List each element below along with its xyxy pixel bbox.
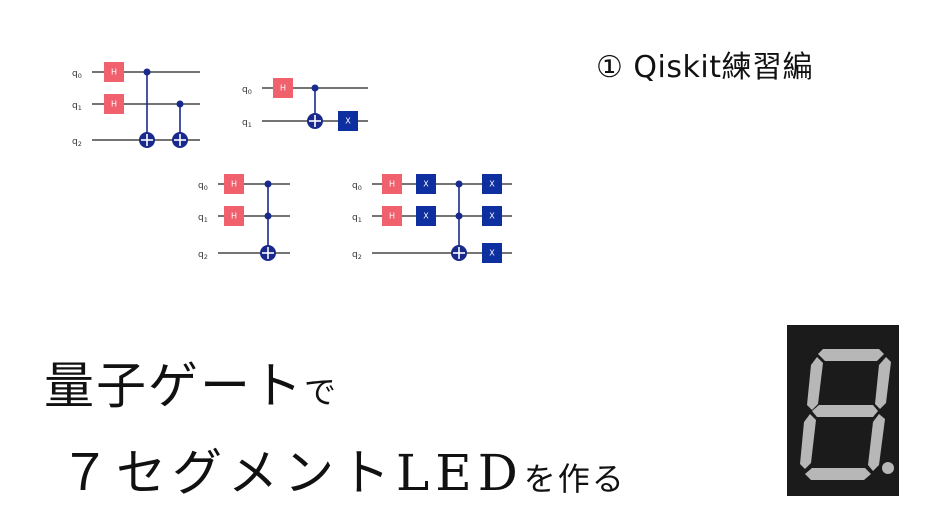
svg-text:q2: q2	[72, 137, 82, 148]
circuit-diagram-3: q0 q1 q2 H H	[196, 170, 296, 265]
qubit-label-q2: q2	[352, 250, 362, 261]
h-gate-q1: H	[224, 206, 244, 226]
h-gate-q1: H	[382, 206, 402, 226]
cx-gate-q0-q2	[139, 68, 155, 148]
x-gate-q0-second: X	[482, 174, 502, 194]
main-title-line-1-suffix: で	[304, 373, 339, 411]
svg-text:X: X	[423, 180, 429, 189]
svg-text:X: X	[489, 212, 495, 221]
segment-f	[807, 357, 823, 410]
svg-text:q0: q0	[242, 85, 252, 96]
svg-text:H: H	[231, 180, 237, 189]
qubit-label-q1: q1	[72, 101, 82, 112]
segment-c	[868, 414, 885, 471]
qubit-label-q1: q1	[198, 213, 208, 224]
cx-gate-q0-q1	[307, 84, 323, 129]
segment-g	[812, 405, 878, 417]
svg-text:q1: q1	[198, 213, 208, 224]
svg-text:q2: q2	[198, 250, 208, 261]
svg-text:q1: q1	[352, 213, 362, 224]
main-title-line-1-text: 量子ゲート	[44, 357, 304, 415]
svg-text:q1: q1	[72, 101, 82, 112]
h-gate-q0: H	[382, 174, 402, 194]
svg-text:H: H	[389, 212, 395, 221]
qubit-label-q2: q2	[198, 250, 208, 261]
svg-text:H: H	[280, 84, 286, 93]
x-gate-q1-first: X	[416, 206, 436, 226]
x-gate-q1-second: X	[482, 206, 502, 226]
svg-text:X: X	[489, 249, 495, 258]
svg-text:H: H	[111, 100, 117, 109]
svg-text:X: X	[489, 180, 495, 189]
cx-gate-q1-q2	[172, 100, 188, 148]
h-gate-q0: H	[273, 78, 293, 98]
svg-text:q1: q1	[242, 118, 252, 129]
svg-text:X: X	[345, 117, 351, 126]
ccx-gate	[451, 180, 467, 261]
qubit-label-q2: q2	[72, 137, 82, 148]
x-gate-q2: X	[482, 243, 502, 263]
circuit-diagram-1: q0 q1 q2 H H	[70, 58, 210, 153]
segment-d	[805, 468, 871, 480]
svg-text:q0: q0	[352, 181, 362, 192]
qubit-label-q0: q0	[242, 85, 252, 96]
series-title: ① Qiskit練習編	[596, 50, 813, 85]
qubit-label-q0: q0	[198, 181, 208, 192]
segment-a	[818, 349, 884, 361]
main-title-line-2-text: ７セグメントLED	[60, 444, 524, 502]
svg-text:H: H	[111, 68, 117, 77]
segment-dp	[882, 462, 894, 474]
svg-text:H: H	[389, 180, 395, 189]
h-gate-q1: H	[104, 94, 124, 114]
svg-text:q0: q0	[72, 69, 82, 80]
main-title-line-2-suffix: を作る	[523, 460, 626, 498]
segment-e	[800, 414, 816, 469]
circuit-diagram-4: q0 q1 q2 H H X X X	[350, 170, 520, 265]
main-title-line-2: ７セグメントLEDを作る	[60, 433, 626, 505]
qubit-label-q1: q1	[352, 213, 362, 224]
qubit-label-q0: q0	[352, 181, 362, 192]
qubit-label-q0: q0	[72, 69, 82, 80]
h-gate-q0: H	[104, 62, 124, 82]
h-gate-q0: H	[224, 174, 244, 194]
ccx-gate	[260, 180, 276, 261]
svg-text:H: H	[231, 212, 237, 221]
x-gate-q1: X	[338, 111, 358, 131]
segment-b	[875, 357, 891, 409]
svg-text:X: X	[423, 212, 429, 221]
main-title-line-1: 量子ゲートで	[44, 346, 338, 418]
qubit-label-q1: q1	[242, 118, 252, 129]
seven-segment-display	[787, 325, 899, 496]
x-gate-q0-first: X	[416, 174, 436, 194]
circuit-diagram-2: q0 q1 H X	[240, 74, 380, 134]
svg-text:q0: q0	[198, 181, 208, 192]
svg-text:q2: q2	[352, 250, 362, 261]
